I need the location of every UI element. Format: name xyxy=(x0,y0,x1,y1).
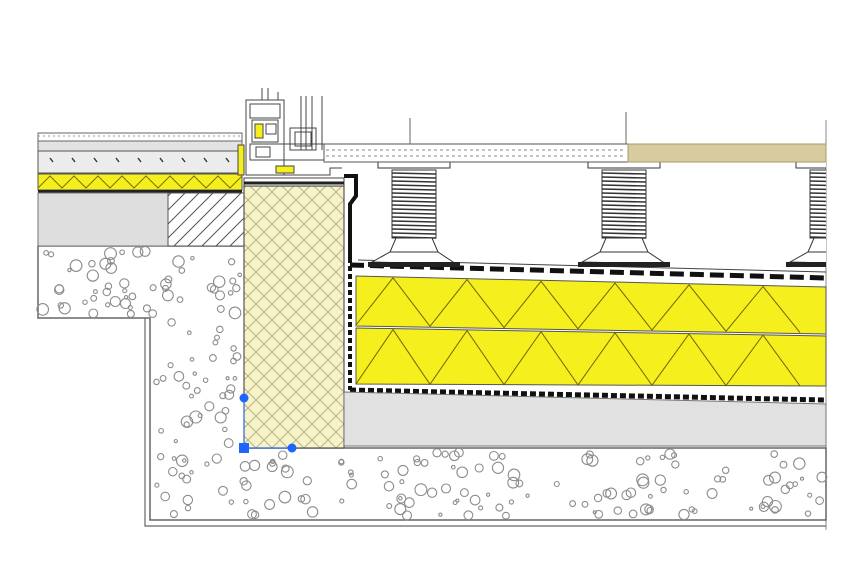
pedestal xyxy=(578,161,670,267)
selection-grips[interactable] xyxy=(239,393,297,454)
sloped-screed xyxy=(343,391,827,447)
grip-point-right[interactable] xyxy=(287,443,297,453)
grip-point-corner[interactable] xyxy=(239,443,249,453)
grip-point-top[interactable] xyxy=(239,393,249,403)
crosshatched-thermal-block xyxy=(243,185,345,449)
concrete-slab xyxy=(36,245,828,527)
pedestal xyxy=(368,161,460,267)
window-threshold-profile xyxy=(237,88,345,187)
outdoor-deck-board xyxy=(323,112,827,163)
adjustable-pedestal-support xyxy=(368,161,826,267)
indoor-floor-build-up xyxy=(37,132,245,247)
pedestal xyxy=(786,161,826,267)
yellow-thermal-insulation xyxy=(355,275,827,387)
